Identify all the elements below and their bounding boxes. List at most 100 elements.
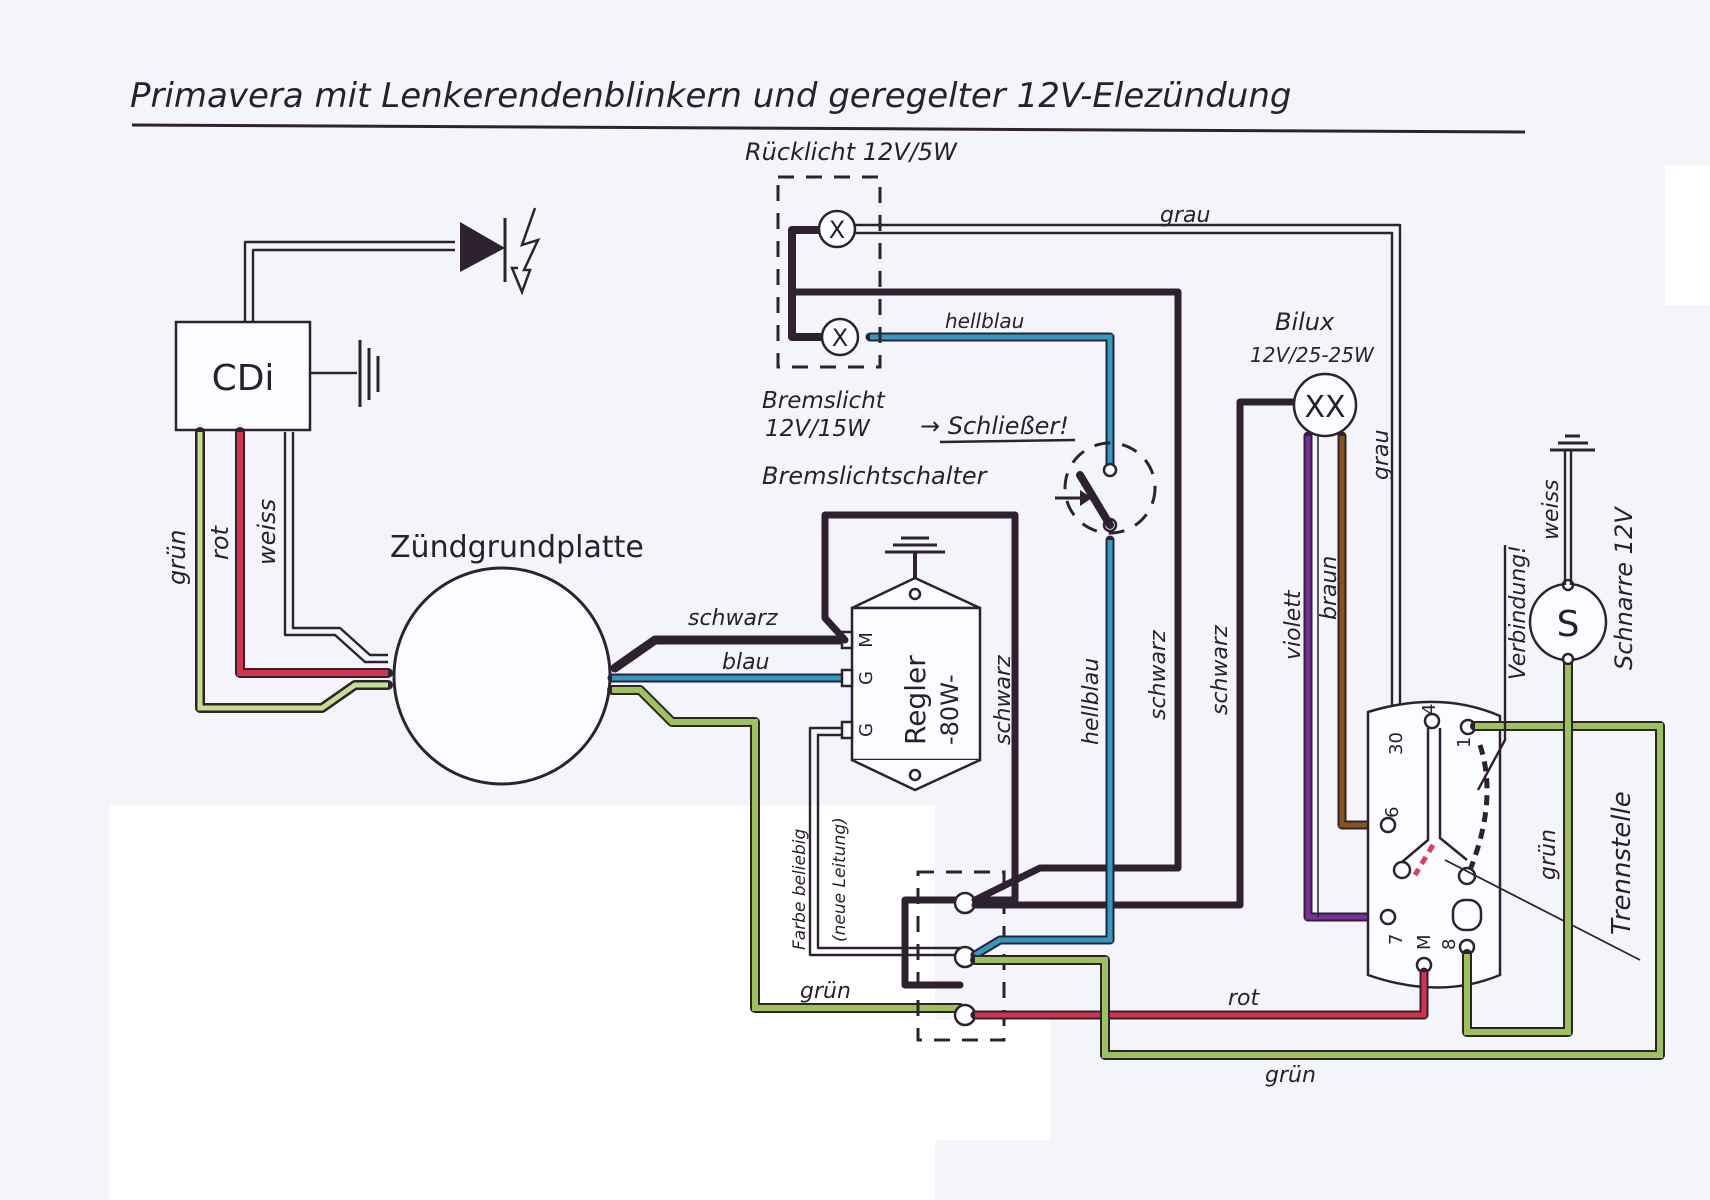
label-hellblau-top: hellblau (945, 309, 1024, 333)
verbindung-label: Verbindung! (1506, 545, 1531, 680)
tail-light-label: Rücklicht 12V/5W (745, 138, 958, 166)
horn-ground-icon (1550, 434, 1595, 452)
horn-terminal-bottom (1561, 652, 1575, 666)
diagram-title: Primavera mit Lenkerendenblinkern und ge… (130, 76, 1291, 116)
bilux-rating: 12V/25-25W (1250, 343, 1375, 367)
wire-rear-light-common (788, 226, 826, 341)
label-hellblau-vertical: hellblau (1079, 658, 1104, 745)
wire-rot-cdi-fill (237, 432, 388, 676)
tail-light-bulb (817, 209, 857, 249)
terminal-label-g2: G (856, 723, 877, 737)
horn-label: Schnarre 12V (1610, 506, 1638, 670)
spark-plug-diode-icon (460, 222, 505, 272)
label-gruen-junction: grün (800, 979, 851, 1004)
label-grau-vertical: grau (1369, 430, 1394, 480)
brake-light-bulb (820, 317, 860, 357)
wire-neue-leitung-a (808, 726, 960, 957)
switch-label-30: 30 (1386, 732, 1407, 755)
wire-weiss-cdi-a (283, 432, 388, 664)
trennstelle-label: Trennstelle (1607, 791, 1637, 935)
label-gruen-horn: grün (1536, 829, 1561, 880)
cut-mark (1412, 843, 1436, 877)
switch-terminal-4 (1423, 712, 1441, 730)
label-violett: violett (1281, 589, 1306, 660)
ground-icon (358, 340, 380, 407)
regulator-rating: -80W- (936, 674, 964, 745)
brake-light-switch (1055, 441, 1157, 535)
switch-contact-left (1392, 860, 1412, 880)
label-grau-top: grau (1160, 203, 1210, 228)
wire-gruen-cdi-fill (197, 432, 388, 711)
wire-schwarz-bremslicht (791, 288, 1182, 904)
label-weiss-horn: weiss (1539, 479, 1564, 540)
wire-schwarz-regler-loop (821, 511, 1019, 989)
regulator: M G G Regler -80W- (840, 536, 982, 792)
paper-patch (1665, 165, 1710, 305)
closer-note-underline (939, 438, 1076, 444)
trennstelle-pointer (1444, 859, 1641, 961)
terminal-label-g1: G (856, 671, 877, 685)
paper-patch (280, 1020, 1050, 1140)
switch-label-1: 1 (1454, 737, 1475, 748)
label-schwarz-right: schwarz (1208, 625, 1233, 715)
label-blau: blau (722, 650, 770, 675)
wire-weiss-cdi-b (291, 432, 388, 657)
headlight-bulb (1292, 372, 1358, 438)
wire-weiss-horn (1563, 450, 1573, 585)
switch-rotor (1401, 728, 1468, 863)
brake-bulb-x-icon: X (832, 324, 848, 352)
label-gruen-bottom: grün (1265, 1063, 1316, 1088)
label-rot: rot (206, 524, 234, 560)
label-schwarz-top: schwarz (688, 606, 778, 631)
regulator-label: Regler (899, 655, 932, 745)
wire-violett-fill (1305, 436, 1380, 920)
switch-label-8: 8 (1439, 939, 1460, 950)
regulator-terminal-g1 (840, 668, 854, 688)
label-neue-leitung: (neue Leitung) (830, 817, 850, 942)
label-weiss: weiss (253, 499, 281, 565)
ht-lead-outer (243, 240, 455, 322)
switch-label-7: 7 (1386, 934, 1407, 945)
closer-note: → Schließer! (920, 412, 1069, 440)
ht-lead-inner (251, 248, 455, 322)
spark-lightning-icon (510, 207, 541, 296)
label-farbe-beliebig: Farbe beliebig (790, 828, 810, 950)
ignition-plate-label: Zündgrundplatte (390, 530, 644, 565)
wire-rot-switch-fill (975, 972, 1427, 1018)
title-underline (131, 123, 1526, 134)
horn-s-icon: S (1557, 604, 1580, 645)
brake-light-label-2: 12V/15W (765, 416, 871, 442)
label-schwarz-regler: schwarz (991, 655, 1016, 745)
switch-link (1451, 898, 1483, 932)
label-gruen: grün (163, 529, 191, 585)
regulator-ground-icon (885, 536, 945, 554)
verbindung-wire (1476, 545, 1507, 791)
cdi-label: CDi (212, 358, 275, 399)
headlight-xx-icon: XX (1304, 390, 1345, 425)
regulator-mount-top (908, 587, 922, 601)
wire-gruen-loop-fill (975, 723, 1663, 1058)
regulator-mount-bottom (908, 768, 922, 782)
wire-hellblau-top-fill (870, 334, 1113, 468)
bilux-label: Bilux (1275, 308, 1335, 336)
terminal-label-m: M (856, 632, 877, 648)
switch-dashed-bridge (1467, 744, 1490, 871)
brake-light-label-1: Bremslicht (762, 388, 886, 414)
tail-bulb-x-icon: X (829, 216, 845, 244)
brake-switch-contact-top (1102, 462, 1118, 478)
regulator-box (850, 606, 982, 762)
switch-terminal-6 (1379, 816, 1397, 834)
rear-light-housing (776, 175, 882, 369)
label-schwarz-middle: schwarz (1146, 630, 1171, 720)
junction-terminal-1 (953, 891, 977, 915)
ignition-plate (392, 566, 612, 786)
label-rot-bottom: rot (1228, 986, 1261, 1011)
switch-label-4: 4 (1419, 704, 1440, 715)
switch-label-6: 6 (1382, 807, 1403, 818)
wire-hellblau-fill (973, 540, 1113, 958)
regulator-terminal-g2 (840, 720, 854, 740)
switch-label-m: M (1414, 934, 1435, 950)
light-switch: 4 30 1 6 7 M 8 (1366, 700, 1502, 989)
wire-gruen-plate-fill (612, 687, 960, 1011)
